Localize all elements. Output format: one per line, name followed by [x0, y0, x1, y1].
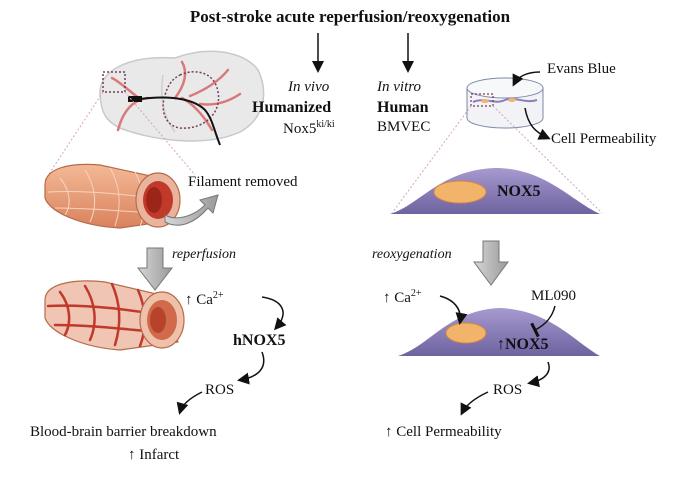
- reoxygenation-label: reoxygenation: [372, 247, 452, 262]
- reoxygenation-arrow: [473, 240, 509, 286]
- humanized-label: Humanized: [252, 99, 332, 116]
- nox5-bottom-label: ↑NOX5: [497, 336, 549, 353]
- vessel-top: [44, 163, 181, 229]
- cell-permeability-bottom-label: ↑ Cell Permeability: [385, 424, 502, 440]
- ros-left: ROS: [205, 382, 235, 398]
- title-arrows: [312, 33, 414, 73]
- in-vivo-label: In vivo: [288, 79, 330, 95]
- human-label: Human: [377, 99, 429, 116]
- reperfusion-label: reperfusion: [172, 247, 237, 262]
- endothelial-cell-bottom: [398, 308, 600, 356]
- genotype-label: Nox5ki/ki: [283, 119, 335, 137]
- calcium-left: ↑ Ca2+: [185, 290, 224, 308]
- bmvec-label: BMVEC: [377, 119, 431, 135]
- endothelial-cell-top: [390, 168, 600, 214]
- filament-removed-label: Filament removed: [188, 174, 298, 190]
- transwell-dish: [466, 77, 544, 129]
- ml090-label: ML090: [531, 288, 576, 304]
- in-vitro-label: In vitro: [377, 79, 422, 95]
- diagram-title: Post-stroke acute reperfusion/reoxygenat…: [189, 7, 511, 26]
- calcium-right: ↑ Ca2+: [383, 288, 422, 306]
- cell-permeability-top-label: Cell Permeability: [551, 131, 657, 147]
- reperfusion-arrow: [136, 247, 174, 291]
- filament-arrow: [164, 194, 219, 226]
- bbb-breakdown-label: Blood-brain barrier breakdown: [30, 424, 217, 440]
- evans-blue-label: Evans Blue: [547, 61, 616, 77]
- hnox5-label: hNOX5: [233, 332, 286, 349]
- ros-right: ROS: [493, 382, 523, 398]
- nox5-top-label: NOX5: [497, 183, 541, 200]
- infarct-label: ↑ Infarct: [128, 447, 180, 463]
- brain-illustration: [99, 50, 265, 146]
- vessel-bottom: [44, 280, 185, 351]
